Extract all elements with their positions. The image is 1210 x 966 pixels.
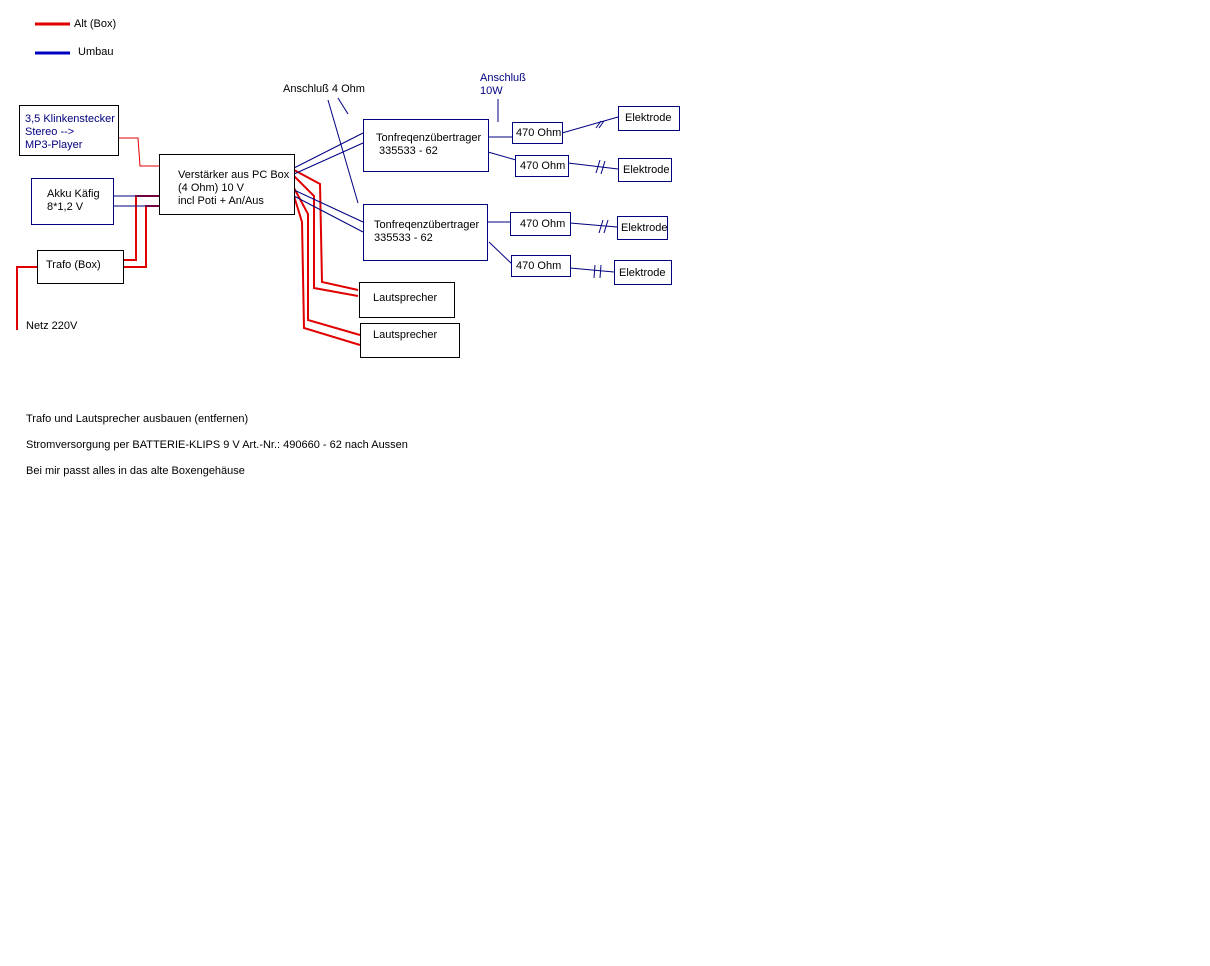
resistor-label-4: 470 Ohm [516, 260, 562, 272]
transformer-box-2: Tonfreqenzübertrager 335533 - 62 [363, 204, 488, 261]
electrode-label-1: Elektrode [625, 112, 672, 124]
note-2: Stromversorgung per BATTERIE-KLIPS 9 V A… [26, 439, 408, 451]
electrode-box-1: Elektrode [618, 106, 680, 131]
transformer-label-2: Tonfreqenzübertrager 335533 - 62 [374, 219, 480, 244]
resistor-box-4: 470 Ohm [511, 255, 571, 277]
mains-label: Netz 220V [26, 320, 78, 332]
electrode-label-3: Elektrode [621, 222, 668, 234]
electrode-box-3: Elektrode [617, 216, 668, 240]
connection-10w-label: Anschluß 10W [480, 72, 526, 97]
speaker-label-2: Lautsprecher [373, 329, 438, 341]
electrode-label-2: Elektrode [623, 164, 670, 176]
electrode-box-2: Elektrode [618, 158, 672, 182]
speaker-box-2: Lautsprecher [360, 323, 460, 358]
note-1: Trafo und Lautsprecher ausbauen (entfern… [26, 413, 249, 425]
speaker-label-1: Lautsprecher [373, 292, 438, 304]
resistor-box-3: 470 Ohm [510, 212, 571, 236]
electrode-box-4: Elektrode [614, 260, 672, 285]
resistor-box-1: 470 Ohm [512, 122, 563, 144]
legend-old-label: Alt (Box) [74, 18, 117, 30]
trafo-label: Trafo (Box) [46, 259, 101, 271]
transformer-label-1: Tonfreqenzübertrager 335533 - 62 [376, 132, 482, 157]
battery-box: Akku Käfig 8*1,2 V [31, 178, 114, 225]
resistor-box-2: 470 Ohm [515, 155, 569, 177]
battery-label: Akku Käfig 8*1,2 V [47, 188, 100, 213]
transformer-box-1: Tonfreqenzübertrager 335533 - 62 [363, 119, 489, 172]
capacitor-symbols [593, 120, 609, 279]
amplifier-label: Verstärker aus PC Box (4 Ohm) 10 V incl … [178, 169, 290, 207]
electrode-label-4: Elektrode [619, 267, 666, 279]
red-wires [16, 137, 361, 346]
note-3: Bei mir passt alles in das alte Boxengeh… [26, 465, 245, 477]
amplifier-box: Verstärker aus PC Box (4 Ohm) 10 V incl … [159, 154, 295, 215]
resistor-label-2: 470 Ohm [520, 160, 566, 172]
jack-box: 3,5 Klinkenstecker Stereo --> MP3-Player [19, 105, 119, 156]
trafo-box: Trafo (Box) [37, 250, 124, 284]
connection-4ohm-label: Anschluß 4 Ohm [283, 83, 365, 95]
resistor-label-1: 470 Ohm [516, 127, 562, 139]
resistor-label-3: 470 Ohm [520, 218, 566, 230]
speaker-box-1: Lautsprecher [359, 282, 455, 318]
jack-label: 3,5 Klinkenstecker Stereo --> MP3-Player [25, 113, 115, 151]
legend-new-label: Umbau [78, 46, 114, 58]
blue-wires [113, 97, 619, 273]
